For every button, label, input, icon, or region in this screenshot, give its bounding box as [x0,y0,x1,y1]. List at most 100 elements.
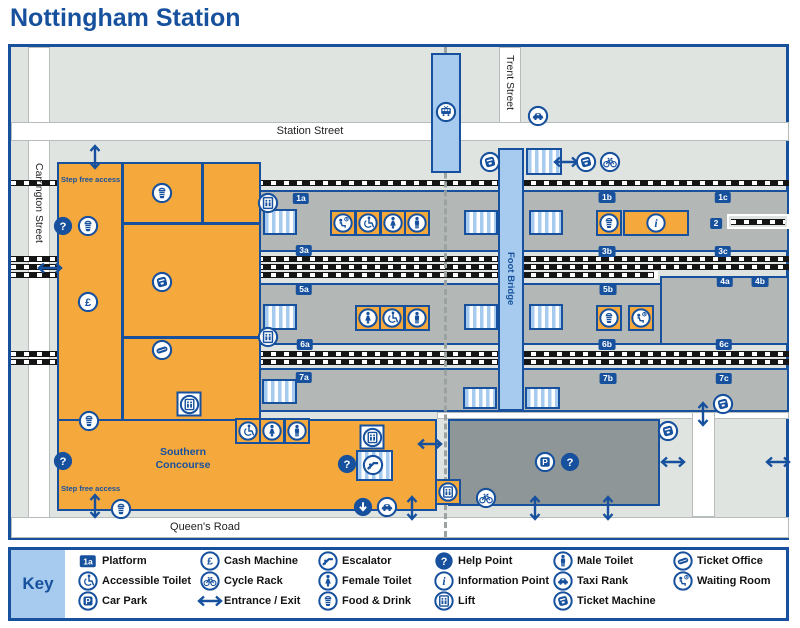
platform-badge-7c: 7c [715,368,733,386]
key-item-label: Male Toilet [577,555,634,567]
icon-graphic [605,312,613,316]
icon-graphic [189,400,192,403]
food-drink-icon [318,591,338,611]
bay-track [731,218,785,225]
icon-graphic [664,427,671,431]
icon-graphic [156,276,168,288]
icon-graphic [435,101,457,123]
entrance-exit-arrow [602,493,614,523]
icon-graphic [434,591,454,611]
icon-graphic [679,576,683,580]
icon-graphic [367,431,377,443]
icon-graphic [383,508,386,511]
icon-graphic [366,311,370,316]
icon-graphic [372,436,375,441]
icon-graphic [392,313,399,323]
icon-graphic [388,508,391,511]
entrance-exit-arrow [406,493,418,523]
food-drink-icon [78,410,100,432]
icon-graphic: £ [207,557,213,568]
key-item-label: Help Point [458,555,513,567]
icon-graphic [479,493,493,504]
food-drink-icon [110,498,132,520]
icon-graphic [529,495,541,503]
key-item-label: Escalator [342,555,392,567]
icon-graphic [200,571,220,591]
icon-graphic [333,213,353,233]
foot-bridge [498,148,524,411]
icon-graphic [673,571,693,591]
icon-graphic: ? [53,451,73,471]
icon-graphic [414,220,420,226]
icon-graphic: P [85,597,90,606]
icon-graphic [415,216,419,221]
map-element: 1a [79,555,97,567]
icon-graphic [484,156,496,168]
building-divider [123,336,261,339]
icon-graphic [686,576,688,578]
icon-graphic [85,224,91,232]
icon-graphic [86,421,92,425]
icon-graphic [89,511,101,519]
icon-graphic [560,452,580,472]
ticket-office-icon [151,339,173,361]
icon-graphic: ? [441,556,448,568]
female-toilet-icon [355,305,381,331]
icon-graphic [662,425,674,437]
icon-graphic: ? [435,552,453,570]
icon-graphic [558,596,568,606]
waiting-room-icon [673,571,693,591]
icon-graphic [179,394,199,414]
icon-graphic: ? [344,459,351,471]
icon-graphic [359,506,367,512]
track-endstop [654,271,658,279]
icon-graphic [765,456,791,468]
food-drink-icon [151,182,173,204]
icon-graphic [561,554,565,559]
icon-graphic [257,192,279,214]
icon-graphic [325,578,331,584]
tram-route-dashed-line [444,47,447,537]
icon-graphic [673,571,693,591]
map-element: 3a [295,244,313,256]
rail-track-mid-3 [11,272,657,278]
icon-graphic [326,574,330,579]
icon-graphic [603,160,610,168]
icon-graphic [362,427,382,447]
icon-graphic [117,505,125,508]
icon-graphic [553,156,561,168]
icon-graphic [717,398,729,410]
icon-graphic [606,318,612,321]
icon-graphic [553,571,573,591]
icon-graphic [447,114,450,117]
icon-graphic [481,493,491,501]
information-point-icon: i [434,571,454,591]
icon-graphic: ? [53,216,73,236]
map-element: 6c [715,338,733,350]
icon-graphic [368,320,370,324]
icon-graphic [417,319,419,324]
icon-graphic [365,315,371,321]
platform-badge-1c: 1c [714,187,732,205]
icon-graphic [85,415,93,418]
icon-graphic [158,189,166,192]
foot-bridge-label: Foot Bridge [505,252,516,306]
icon-graphic [203,580,210,587]
information-point-icon: i [623,210,689,236]
icon-graphic [602,513,614,521]
icon-graphic [417,438,443,450]
map-element: 3c [714,245,732,257]
icon-graphic [353,497,373,517]
icon-graphic [644,313,646,315]
icon-graphic [203,577,217,587]
icon-graphic [606,223,612,226]
icon-graphic [605,217,613,221]
map-element: 5a [295,283,313,295]
map-element: 6a [296,338,314,350]
icon-graphic [678,456,686,468]
icon-graphic [646,213,666,233]
stairs [262,379,297,404]
icon-graphic [238,421,258,441]
icon-graphic [442,109,445,112]
icon-graphic [448,491,451,496]
